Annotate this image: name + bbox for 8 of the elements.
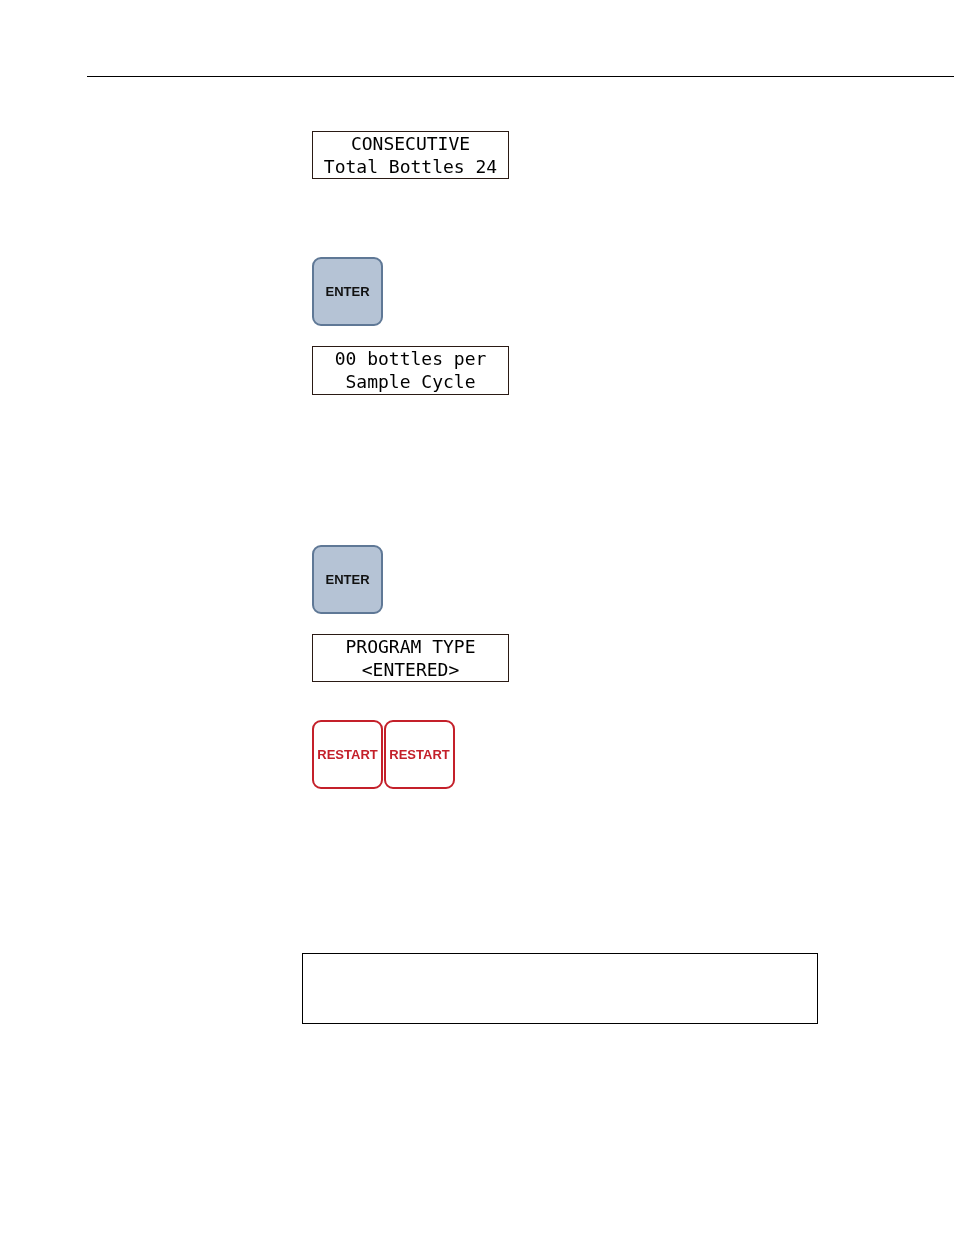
lcd-display: CONSECUTIVE Total Bottles 24 — [312, 131, 509, 179]
lcd-display: PROGRAM TYPE <ENTERED> — [312, 634, 509, 682]
lcd-display: 00 bottles per Sample Cycle — [312, 346, 509, 395]
enter-key: ENTER — [312, 257, 383, 326]
restart-key: RESTART — [384, 720, 455, 789]
enter-key: ENTER — [312, 545, 383, 614]
restart-key: RESTART — [312, 720, 383, 789]
empty-box — [302, 953, 818, 1024]
